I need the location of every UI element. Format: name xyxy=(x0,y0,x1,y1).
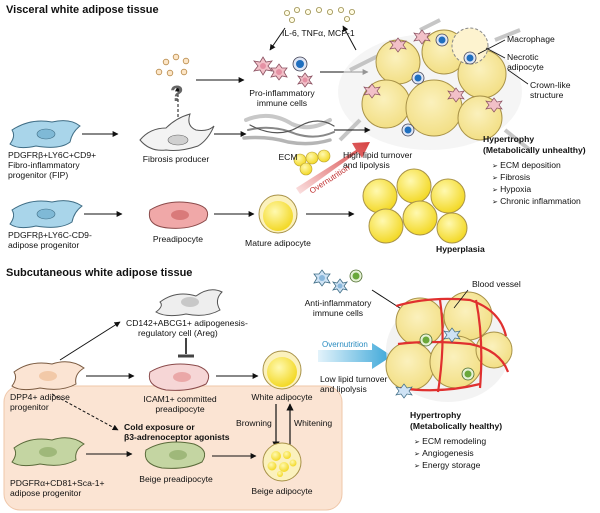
necrotic-label-1: Necrotic xyxy=(507,52,539,62)
bullet-arrow-icon: ➢ xyxy=(492,186,501,194)
icam1-label-2: preadipocyte xyxy=(155,404,205,414)
lipid-droplets xyxy=(293,149,331,176)
browning-label: Browning xyxy=(236,418,272,428)
bullet-arrow-icon: ➢ xyxy=(414,450,423,458)
healthy-hypertrophy-title-1: Hypertrophy xyxy=(410,410,462,420)
bullet-item: ➢ ECM remodeling xyxy=(414,436,486,447)
bullet-arrow-icon: ➢ xyxy=(492,162,501,170)
hyperplasia-cluster xyxy=(362,168,468,244)
healthy-hypertrophy-title-2: (Metabolically healthy) xyxy=(410,421,503,431)
areg-cell xyxy=(155,289,223,317)
cold-label-2: β3-adrenoceptor agonists xyxy=(124,432,230,442)
hyperplasia-label: Hyperplasia xyxy=(436,244,485,254)
pro-inflammatory-cells xyxy=(253,56,313,88)
dpp4-label-2: progenitor xyxy=(10,402,49,412)
fip-label-1: PDGFRβ+LY6C+CD9+ xyxy=(8,150,97,160)
macrophage-label: Macrophage xyxy=(507,34,555,44)
bullet-arrow-icon: ➢ xyxy=(492,198,501,206)
dpp4-progenitor-cell xyxy=(11,361,85,391)
fibrosis-producer-label: Fibrosis producer xyxy=(142,154,210,164)
low-lipid-label-1: Low lipid turnover xyxy=(320,374,388,384)
ecm-fibers xyxy=(242,113,335,146)
ecm-label: ECM xyxy=(278,152,298,162)
fibrosis-producer-cell xyxy=(139,113,215,151)
whitening-label: Whitening xyxy=(294,418,333,428)
beige-progenitor-label-1: PDGFRα+CD81+Sca-1+ xyxy=(10,478,105,488)
unhealthy-hypertrophy-title-2: (Metabolically unhealthy) xyxy=(483,145,586,155)
icam1-label-1: ICAM1+ committed xyxy=(143,394,217,404)
crown-label-1: Crown-like xyxy=(530,80,571,90)
cytokines-label: IL-6, TNFα, MCP-1 xyxy=(282,28,355,38)
blood-vessel-label: Blood vessel xyxy=(472,279,521,289)
bullet-label: ECM deposition xyxy=(500,160,561,170)
bullet-item: ➢ Energy storage xyxy=(414,460,480,471)
areg-label-1: CD142+ABCG1+ adipogenesis- xyxy=(126,318,248,328)
white-adipocyte-label: White adipocyte xyxy=(251,392,313,402)
bullet-item: ➢ Fibrosis xyxy=(492,172,530,183)
anti-inflammatory-label-2: immune cells xyxy=(312,308,364,318)
bullet-arrow-icon: ➢ xyxy=(492,174,501,182)
progenitor-label-2: adipose progenitor xyxy=(8,240,80,250)
areg-label-2: regulatory cell (Areg) xyxy=(138,328,218,338)
bullet-label: Fibrosis xyxy=(500,172,531,182)
beige-adipocyte-cell xyxy=(262,442,302,482)
lipid-turnover-label-2: and lipolysis xyxy=(343,160,390,170)
progenitor-label-1: PDGFRβ+LY6C-CD9- xyxy=(8,230,92,240)
preadipocyte-label: Preadipocyte xyxy=(152,234,204,244)
dpp4-label-1: DPP4+ adipose xyxy=(10,392,70,402)
bullet-label: ECM remodeling xyxy=(422,436,487,446)
pro-inflammatory-label-1: Pro-inflammatory xyxy=(249,88,315,98)
overnutrition-arrow-visceral xyxy=(296,142,370,194)
fip-label-3: progenitor (FIP) xyxy=(8,170,69,180)
bullet-item: ➢ Angiogenesis xyxy=(414,448,474,459)
bullet-item: ➢ ECM deposition xyxy=(492,160,561,171)
pro-inflammatory-label-2: immune cells xyxy=(256,98,308,108)
subcutaneous-section-title: Subcutaneous white adipose tissue xyxy=(6,267,193,279)
fip-cell xyxy=(9,120,81,149)
bullet-item: ➢ Chronic inflammation xyxy=(492,196,581,207)
bullet-item: ➢ Hypoxia xyxy=(492,184,531,195)
cold-label-1: Cold exposure or xyxy=(124,422,195,432)
mature-adipocyte-cell xyxy=(258,194,298,234)
white-adipocyte-cell xyxy=(262,350,302,390)
bullet-arrow-icon: ➢ xyxy=(414,438,423,446)
icam1-preadipocyte-cell xyxy=(148,363,210,391)
beige-progenitor-label-2: adipose progenitor xyxy=(10,488,82,498)
overnutrition-label-subcutaneous: Overnutrition xyxy=(322,340,368,349)
fip-label-2: Fibro-inflammatory xyxy=(8,160,80,170)
mature-adipocyte-label: Mature adipocyte xyxy=(245,238,311,248)
bullet-label: Hypoxia xyxy=(500,184,532,194)
crown-like-cluster xyxy=(338,18,532,152)
anti-inflammatory-label-1: Anti-inflammatory xyxy=(304,298,372,308)
beige-progenitor-cell xyxy=(11,437,85,467)
question-mark: ? xyxy=(170,81,184,106)
healthy-hypertrophy-cluster xyxy=(385,289,513,402)
low-lipid-label-2: and lipolysis xyxy=(320,384,367,394)
overnutrition-arrow-subcutaneous xyxy=(318,343,392,369)
bullet-label: Chronic inflammation xyxy=(500,196,581,206)
necrotic-label-2: adipocyte xyxy=(507,62,544,72)
bullet-label: Energy storage xyxy=(422,460,481,470)
secretion-dots xyxy=(155,53,190,77)
bullet-label: Angiogenesis xyxy=(422,448,474,458)
beige-adipocyte-label: Beige adipocyte xyxy=(251,486,313,496)
beige-preadipocyte-label: Beige preadipocyte xyxy=(139,474,213,484)
visceral-section-title: Visceral white adipose tissue xyxy=(6,4,159,16)
anti-inflammatory-cells xyxy=(313,269,363,294)
preadipocyte-cell xyxy=(148,201,209,229)
unhealthy-hypertrophy-title-1: Hypertrophy xyxy=(483,134,535,144)
cytokine-dots xyxy=(283,7,355,23)
beige-preadipocyte-cell xyxy=(144,441,206,469)
lipid-turnover-label-1: High lipid turnover xyxy=(343,150,413,160)
adipose-progenitor-cell xyxy=(9,200,83,229)
bullet-arrow-icon: ➢ xyxy=(414,462,423,470)
crown-label-2: structure xyxy=(530,90,564,100)
